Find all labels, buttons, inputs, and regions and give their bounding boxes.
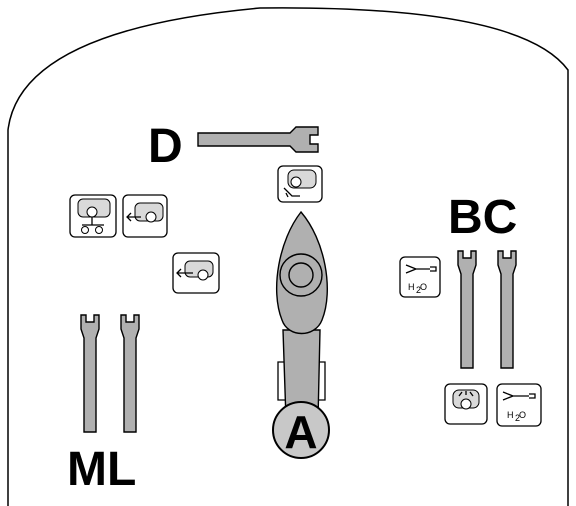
svg-text:2: 2 (515, 413, 520, 423)
label-d: D (148, 120, 183, 173)
console-outline (7, 7, 569, 506)
label-bc: BC (448, 191, 517, 244)
water-spray-icon: H 2 O (399, 256, 441, 298)
lever-l[interactable] (120, 314, 140, 433)
trailer-hitch-icon (122, 194, 168, 238)
trailer-hitch-icon (172, 252, 220, 294)
label-a-circle (272, 401, 330, 459)
lever-b[interactable] (457, 250, 477, 369)
water-spray-icon: H 2 O (496, 383, 542, 427)
svg-text:O: O (519, 410, 526, 420)
lever-d[interactable] (197, 126, 319, 153)
lever-c[interactable] (497, 250, 517, 369)
svg-text:H: H (408, 282, 415, 292)
lever-a-knob-inner (288, 262, 314, 288)
svg-text:2: 2 (416, 285, 421, 295)
loader-bucket-tractor-icon (69, 194, 117, 238)
svg-text:O: O (420, 282, 427, 292)
front-loader-icon (277, 165, 323, 203)
label-a: A (284, 406, 317, 458)
rotating-beacon-icon (444, 383, 488, 425)
lever-m[interactable] (80, 314, 100, 433)
svg-text:H: H (507, 410, 514, 420)
label-ml: ML (67, 443, 136, 496)
